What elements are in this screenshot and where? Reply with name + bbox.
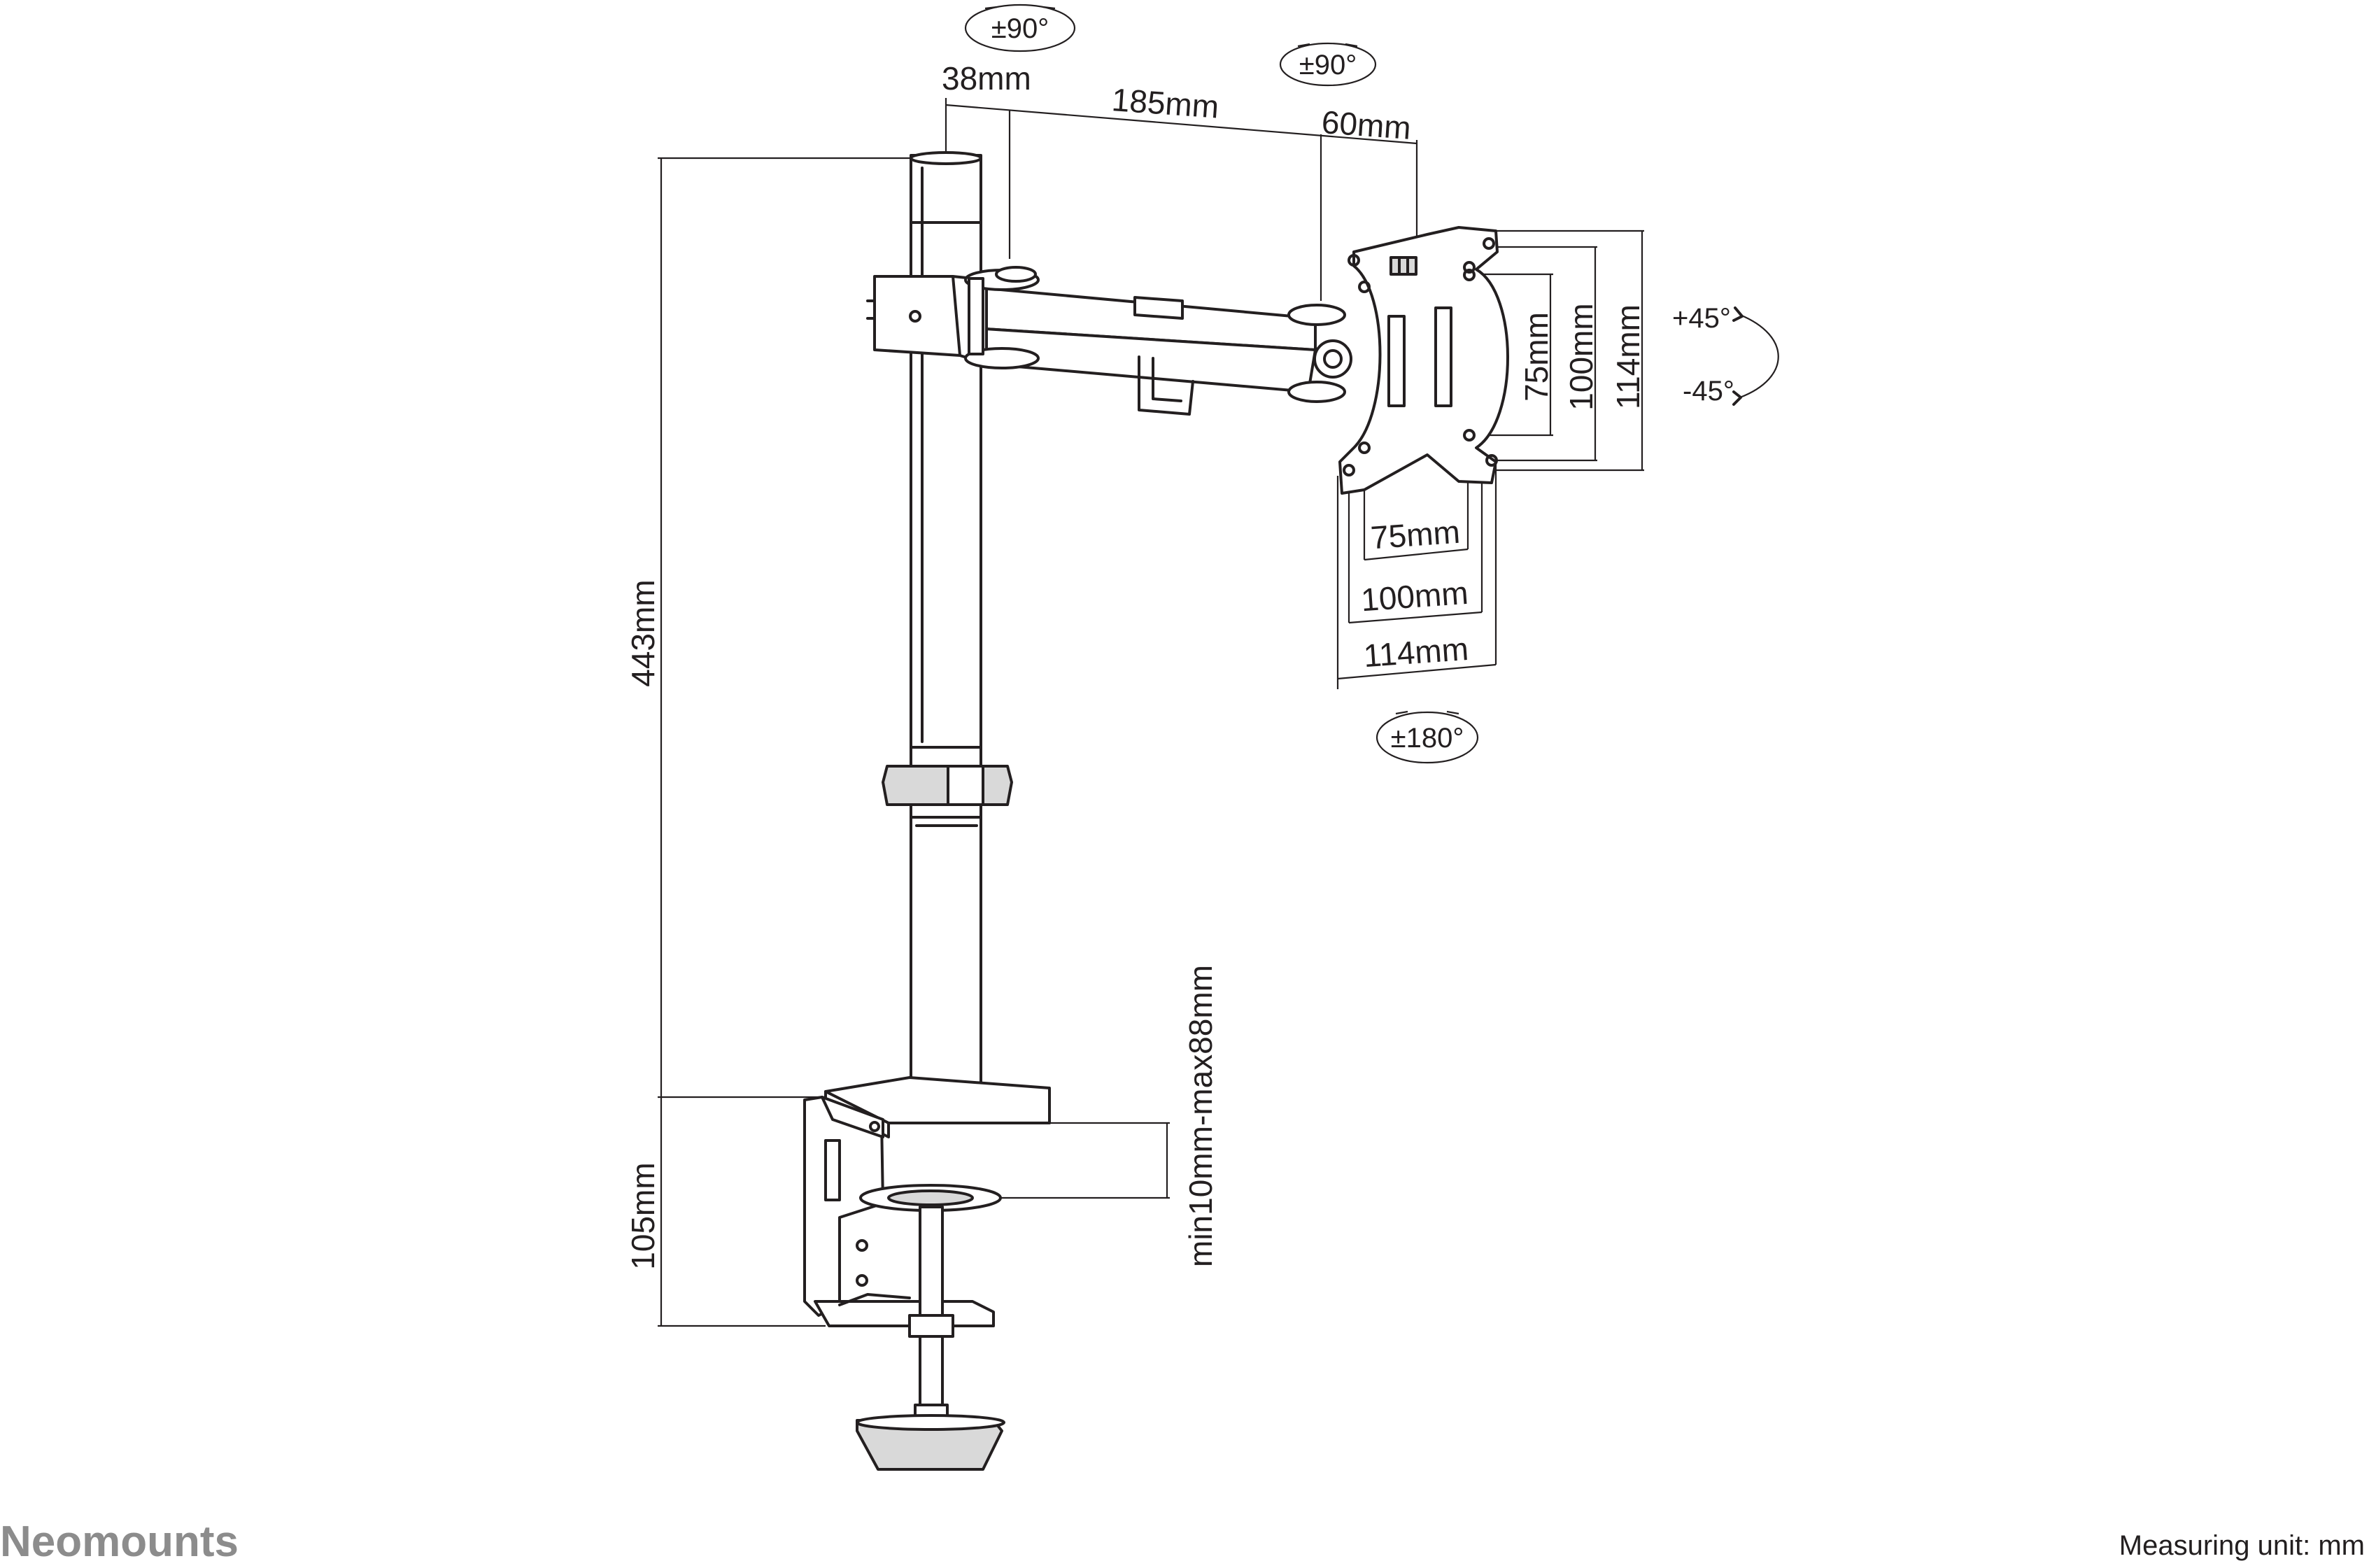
- dim-clamp-height: 105mm: [625, 1162, 661, 1269]
- clamp: [803, 1076, 1051, 1471]
- dim-head-offset: 60mm: [1320, 104, 1412, 146]
- dim-vesa-small-w: 75mm: [1369, 514, 1461, 556]
- dim-vesa-medium-w: 100mm: [1360, 574, 1470, 619]
- rotation-oval-arm: [964, 3, 1076, 52]
- dim-plate-h: 114mm: [1610, 304, 1646, 409]
- vesa-plate: [1338, 226, 1509, 495]
- rotation-label-plate: ±180°: [1391, 723, 1464, 754]
- dim-plate-w: 114mm: [1362, 630, 1469, 674]
- dim-vesa-small-h: 75mm: [1518, 312, 1555, 402]
- tilt-arrow-icon: [1739, 313, 1779, 399]
- dim-arm-length: 185mm: [1110, 81, 1220, 125]
- dim-pole-height: 443mm: [625, 579, 661, 686]
- dimension-labels: 38mm 185mm 60mm 443mm 105mm min10mm-max8…: [625, 60, 1646, 1270]
- dimension-lines: [658, 98, 1644, 1327]
- dim-vesa-medium-h: 100mm: [1563, 303, 1599, 410]
- rotation-oval-plate: [1376, 711, 1479, 764]
- arm: [866, 266, 1352, 416]
- dim-pole-diameter: 38mm: [942, 60, 1031, 97]
- measuring-unit-note: Measuring unit: mm: [2119, 1530, 2365, 1561]
- rotation-symbols: ±90° ±90° +45° -45° ±180°: [964, 3, 1779, 764]
- brand-logo: Neomounts: [0, 1518, 239, 1565]
- rotation-label-arm: ±90°: [991, 13, 1049, 44]
- rotation-label-head: ±90°: [1299, 50, 1357, 80]
- tilt-up-label: +45°: [1672, 303, 1731, 334]
- rotation-oval-head: [1279, 42, 1377, 87]
- dim-desk-thickness: min10mm-max88mm: [1182, 965, 1219, 1267]
- tilt-down-label: -45°: [1683, 376, 1734, 407]
